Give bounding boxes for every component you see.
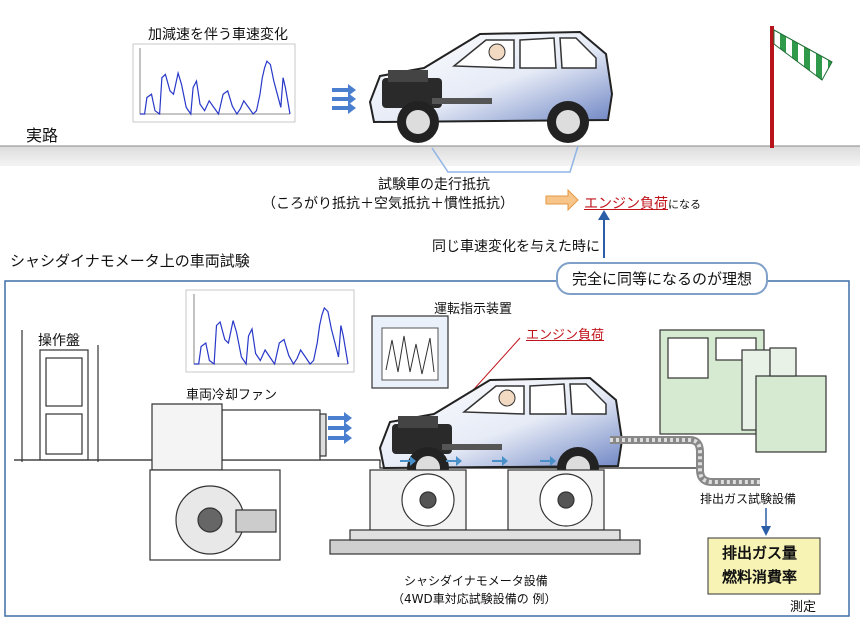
result-box bbox=[707, 537, 821, 595]
control-console bbox=[21, 330, 99, 462]
airflow-arrows-top bbox=[332, 84, 356, 114]
console-label: 操作盤 bbox=[38, 333, 80, 349]
bottom-chart-frame bbox=[185, 289, 355, 373]
becomes-text: になる bbox=[668, 198, 701, 211]
engine-load-top: エンジン負荷になる bbox=[584, 193, 701, 213]
road-surface bbox=[0, 146, 860, 166]
exhaust-analyzer bbox=[659, 329, 827, 453]
windsock-icon bbox=[773, 29, 833, 81]
exhaust-hose bbox=[610, 436, 760, 486]
measure-label: 測定 bbox=[790, 600, 817, 615]
same-change-text: 同じ車速変化を与えた時に bbox=[432, 239, 600, 255]
up-arrow-icon bbox=[598, 210, 610, 220]
speed-series-line bbox=[140, 60, 291, 116]
dyno-equipment-label: シャシダイナモメータ設備 bbox=[404, 574, 548, 588]
driver-display bbox=[371, 315, 449, 389]
speed-series-line bbox=[194, 306, 349, 366]
ideal-callout: 完全に同等になるのが理想 bbox=[556, 262, 769, 295]
dyno-rollers bbox=[329, 469, 641, 555]
engine-load-top-text: エンジン負荷 bbox=[584, 196, 668, 212]
top-speed-chart bbox=[139, 48, 291, 116]
top-chart-title: 加減速を伴う車速変化 bbox=[148, 27, 288, 43]
section-title: シャシダイナモメータ上の車両試験 bbox=[10, 252, 250, 270]
result-line1: 排出ガス量 bbox=[722, 544, 798, 562]
cooling-fan bbox=[149, 403, 327, 561]
becomes-arrow-icon bbox=[545, 188, 579, 212]
resistance-bracket bbox=[431, 145, 579, 173]
resistance-title: 試験車の走行抵抗 bbox=[378, 177, 490, 193]
bottom-speed-chart bbox=[193, 294, 349, 366]
test-car-road bbox=[369, 31, 613, 144]
roller-flow-arrows bbox=[400, 456, 556, 466]
cooling-fan-label: 車両冷却ファン bbox=[186, 388, 278, 403]
top-chart-frame bbox=[132, 43, 296, 123]
airflow-arrows-lab bbox=[328, 412, 352, 444]
driver-display-label: 運転指示装置 bbox=[434, 302, 513, 317]
engine-load-lab: エンジン負荷 bbox=[526, 328, 605, 343]
dyno-note: （4WD車対応試験設備の 例） bbox=[392, 592, 557, 606]
result-line2: 燃料消費率 bbox=[722, 568, 798, 586]
resistance-detail: （ころがり抵抗＋空気抵抗＋慣性抵抗） bbox=[262, 196, 514, 212]
down-arrow-icon bbox=[761, 526, 771, 536]
bottom-frame bbox=[4, 280, 850, 617]
exhaust-equipment-label: 排出ガス試験設備 bbox=[700, 492, 797, 506]
road-label: 実路 bbox=[26, 126, 59, 145]
